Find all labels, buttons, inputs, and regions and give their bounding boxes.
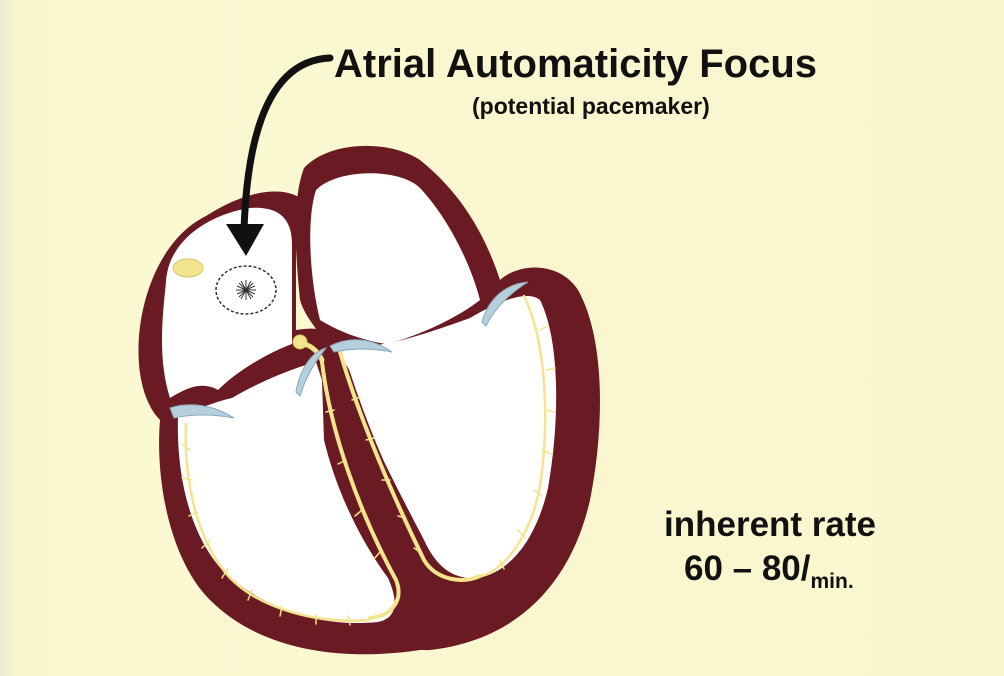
diagram-subtitle: (potential pacemaker) (472, 92, 710, 120)
rate-number: 60 – 80/ (684, 549, 811, 588)
rate-unit: min. (811, 570, 854, 593)
diagram-title: Atrial Automaticity Focus (334, 40, 934, 88)
focus-starburst-icon (236, 280, 256, 300)
rate-label: inherent rate (664, 504, 924, 546)
sa-node (173, 259, 203, 277)
rate-value: 60 – 80/min. (684, 548, 854, 595)
